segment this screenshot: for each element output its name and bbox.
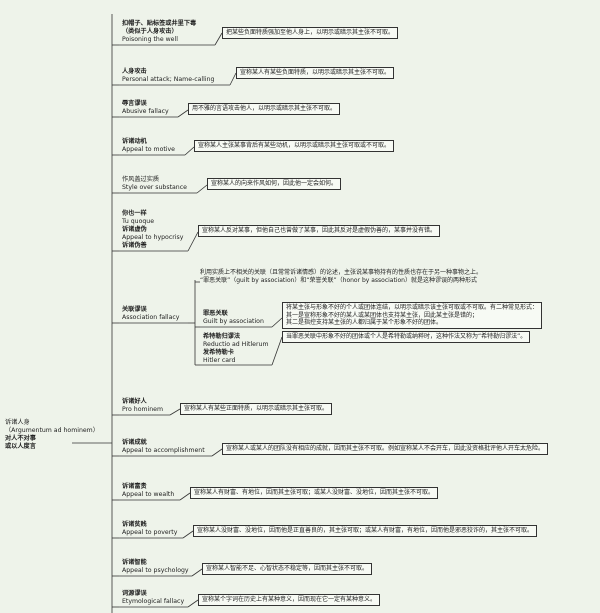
branch-label-zh: 罪恶关联: [203, 310, 228, 317]
branch-label-en: Style over substance: [122, 184, 187, 191]
branch-label-alias-en: Hitler card: [203, 357, 236, 364]
branch-label-zh: 诉诸成就: [122, 439, 147, 446]
branch-label-en: Appeal to wealth: [122, 491, 175, 498]
root-alias-1: 对人不对事: [5, 435, 36, 442]
branch-appeal-to-wealth: 诉诸富贵 Appeal to wealth: [122, 483, 174, 499]
branch-label-en: Guilt by association: [203, 318, 264, 325]
root-latin: （Argumentum ad hominem）: [5, 427, 99, 434]
branch-appeal-to-poverty: 诉诸贫贱 Appeal to poverty: [122, 521, 177, 537]
association-intro-line-1: 利用实质上不相关的关联（且常常诉诸情感）的论述，主张说某事物持有的性质也存在于另…: [200, 269, 483, 276]
desc-reductio-ad-hitlerum: 当罪恶关联中形象不好的团体或个人是希特勒或纳粹时，这种作法又称为“希特勒归谬法”…: [282, 331, 531, 343]
branch-label-en: Tu quoque: [122, 218, 155, 225]
desc-appeal-to-accomplishment: 宣称某人或某人的团队没有相应的成就，因而其主张不可取。例如宣称某人不会开车，因此…: [222, 443, 549, 455]
branch-personal-attack: 人身攻击 Personal attack; Name-calling: [122, 68, 214, 84]
branch-association-fallacy: 关联谬误 Association fallacy: [122, 306, 179, 322]
branch-label-zh: 诉诸贫贱: [122, 521, 147, 528]
branch-label-alias-2: 诉诸伪善: [122, 242, 147, 249]
branch-label-en: Pro hominem: [122, 406, 163, 413]
branch-label-alias-en: Appeal to hypocrisy: [122, 234, 184, 241]
branch-abusive-fallacy: 辱言谬误 Abusive fallacy: [122, 100, 169, 116]
branch-label-alias: 发希特勒卡: [203, 349, 234, 356]
desc-abusive-fallacy: 用不雅的言语攻击他人，以明示或暗示其主张不可取。: [188, 103, 341, 115]
branch-label-zh: 词源谬误: [122, 590, 147, 597]
branch-label-en: Personal attack; Name-calling: [122, 76, 215, 83]
branch-label-zh: 你也一样: [122, 210, 147, 217]
branch-label-en: Poisoning the well: [122, 36, 178, 43]
branch-label-en: Appeal to motive: [122, 146, 175, 153]
branch-guilt-by-association: 罪恶关联 Guilt by association: [203, 310, 264, 326]
branch-label-zh: 扣帽子、贴标签或井里下毒: [122, 20, 197, 27]
desc-pro-hominem: 宣称某人有某些正面特质，以明示或暗示其主张可取。: [180, 403, 333, 415]
branch-appeal-to-accomplishment: 诉诸成就 Appeal to accomplishment: [122, 439, 205, 455]
desc-tu-quoque: 宣称某人反对某事，但他自己也曾做了某事，因此其反对是虚假伪善的，某事并没有错。: [198, 225, 441, 237]
branch-label-en: Appeal to accomplishment: [122, 447, 205, 454]
branch-label-zh: 人身攻击: [122, 68, 147, 75]
branch-appeal-to-psychology: 诉诸智能 Appeal to psychology: [122, 559, 189, 575]
branch-pro-hominem: 诉诸好人 Pro hominem: [122, 398, 163, 414]
root-alias-2: 或以人度言: [5, 443, 36, 450]
branch-label-zh: 作风盖过实质: [122, 176, 160, 183]
desc-style-over-substance: 宣称某人的向来作风如何，因此他一定会如何。: [207, 178, 342, 190]
root-title: 诉诸人身: [5, 419, 30, 426]
desc-appeal-to-motive: 宣称某人主张某事背后有某些动机，以明示或暗示其主张可取或不可取。: [194, 140, 395, 152]
desc-personal-attack: 宣称某人有某些负面特质，以明示或暗示其主张不可取。: [236, 67, 395, 79]
branch-label-zh: 诉诸智能: [122, 559, 147, 566]
branch-label-note: （类似于人身攻击）: [122, 28, 178, 35]
branch-label-zh: 诉诸富贵: [122, 483, 147, 490]
association-intro-line-2: “罪恶关联”（guilt by association）和“荣誉关联”（hono…: [200, 276, 477, 284]
desc-line-3: 其二是指控支持某主张的人都归属于某个形象不好的团体。: [286, 319, 443, 326]
association-intro: 利用实质上不相关的关联（且常常诉诸情感）的论述，主张说某事物持有的性质也存在于另…: [200, 269, 482, 284]
branch-label-en: Abusive fallacy: [122, 108, 169, 115]
branch-appeal-to-motive: 诉诸动机 Appeal to motive: [122, 138, 175, 154]
branch-label-en: Appeal to psychology: [122, 567, 189, 574]
desc-guilt-by-association: 将某主张与形象不好的个人或团体连结，以明示或暗示该主张可取或不可取。有二种常见形…: [282, 302, 543, 329]
branch-label-zh: 希特勒归谬法: [203, 333, 241, 340]
branch-label-en: Appeal to poverty: [122, 529, 178, 536]
desc-poisoning-the-well: 把某些负面特质强加至他人身上，以明示或暗示其主张不可取。: [222, 27, 399, 39]
branch-label-zh: 关联谬误: [122, 306, 147, 313]
branch-etymological-fallacy: 词源谬误 Etymological fallacy: [122, 590, 184, 606]
desc-line-2: 其一是宣称形象不好的某人或某团体也支持某主张，因此某主张是错的；: [286, 311, 479, 319]
desc-etymological-fallacy: 宣称某个字词在历史上有某种意义，因而现在它一定有某种意义。: [198, 594, 381, 606]
branch-label-alias: 诉诸虚伪: [122, 226, 147, 233]
branch-reductio-ad-hitlerum: 希特勒归谬法 Reductio ad Hitlerum 发希特勒卡 Hitler…: [203, 333, 268, 365]
branch-label-en: Reductio ad Hitlerum: [203, 341, 269, 348]
desc-line-1: 将某主张与形象不好的个人或团体连结，以明示或暗示该主张可取或不可取。有二种常见形…: [286, 304, 539, 311]
branch-label-en: Etymological fallacy: [122, 598, 185, 605]
branch-label-en: Association fallacy: [122, 314, 180, 321]
branch-style-over-substance: 作风盖过实质 Style over substance: [122, 176, 187, 192]
desc-appeal-to-wealth: 宣称某人有财富、有地位，因而其主张可取；或某人没财富、没地位，因而其主张不可取。: [190, 487, 439, 499]
root-node: 诉诸人身 （Argumentum ad hominem） 对人不对事 或以人度言: [5, 419, 99, 451]
branch-tu-quoque: 你也一样 Tu quoque 诉诸虚伪 Appeal to hypocrisy …: [122, 210, 183, 250]
branch-label-zh: 辱言谬误: [122, 100, 147, 107]
branch-label-zh: 诉诸好人: [122, 398, 147, 405]
desc-appeal-to-psychology: 宣称某人智能不足、心智状态不稳定等，因而其主张不可取。: [202, 563, 373, 575]
desc-appeal-to-poverty: 宣称某人没财富、没地位，因而他是正直善良的，其主张可取；或某人有财富，有地位，因…: [193, 525, 538, 537]
branch-poisoning-the-well: 扣帽子、贴标签或井里下毒 （类似于人身攻击） Poisoning the wel…: [122, 20, 196, 44]
branch-label-zh: 诉诸动机: [122, 138, 147, 145]
